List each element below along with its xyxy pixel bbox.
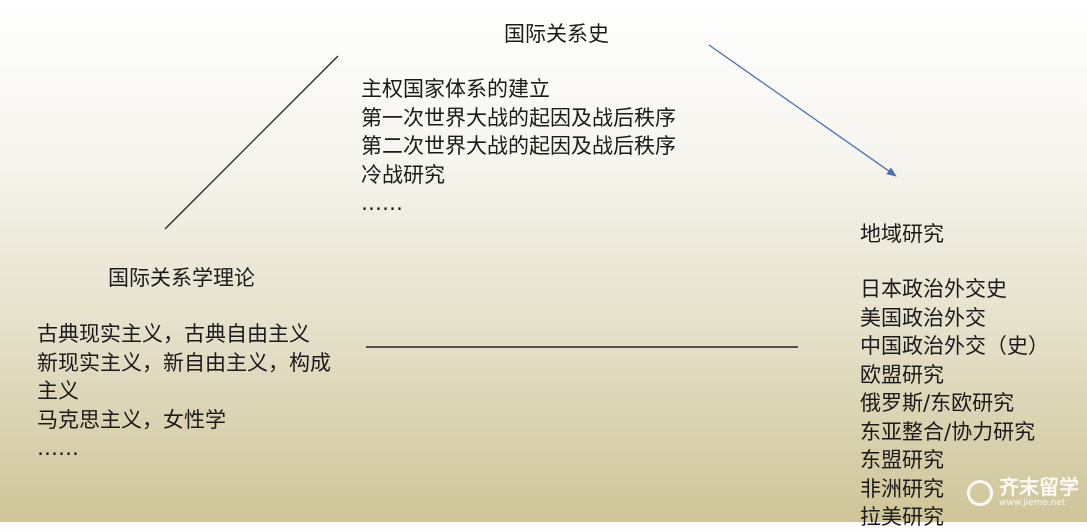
theory-item: 古典现实主义，古典自由主义 bbox=[37, 322, 310, 346]
theory-item: 新现实主义，新自由主义，构成主义 bbox=[37, 350, 331, 404]
history-item: …… bbox=[361, 191, 403, 215]
connector-history-area-arrow bbox=[708, 44, 897, 177]
area-item: 中国政治外交（史） bbox=[860, 334, 1049, 358]
area-topics: 日本政治外交史 美国政治外交 中国政治外交（史） 欧盟研究 俄罗斯/东欧研究 东… bbox=[860, 275, 1049, 532]
connector-theory-history bbox=[164, 55, 339, 230]
history-title: 国际关系史 bbox=[504, 22, 609, 46]
theory-title: 国际关系学理论 bbox=[108, 266, 255, 290]
theory-topics: 古典现实主义，古典自由主义 新现实主义，新自由主义，构成主义 马克思主义，女性学… bbox=[37, 320, 337, 463]
area-item: 非洲研究 bbox=[860, 476, 944, 501]
history-item: 第二次世界大战的起因及战后秩序 bbox=[361, 134, 676, 158]
area-item: 日本政治外交史 bbox=[860, 277, 1007, 301]
theory-item: …… bbox=[37, 436, 79, 460]
area-title: 地域研究 bbox=[860, 222, 944, 246]
history-topics: 主权国家体系的建立 第一次世界大战的起因及战后秩序 第二次世界大战的起因及战后秩… bbox=[361, 75, 676, 218]
history-item: 第一次世界大战的起因及战后秩序 bbox=[361, 105, 676, 130]
history-item: 主权国家体系的建立 bbox=[361, 77, 550, 101]
watermark-url: www.jiemo.net bbox=[999, 498, 1066, 508]
area-item: 美国政治外交 bbox=[860, 305, 986, 330]
area-item: 欧盟研究 bbox=[860, 362, 944, 387]
area-item: 东盟研究 bbox=[860, 448, 944, 472]
history-item: 冷战研究 bbox=[361, 162, 445, 187]
area-item: 东亚整合/协力研究 bbox=[860, 419, 1036, 444]
brand-logo-icon bbox=[967, 479, 993, 506]
area-item: 俄罗斯/东欧研究 bbox=[860, 391, 1015, 415]
watermark-name: 齐末留学 bbox=[999, 475, 1079, 499]
watermark: 齐末留学 www.jiemo.net bbox=[967, 477, 1079, 508]
theory-item: 马克思主义，女性学 bbox=[37, 407, 226, 432]
